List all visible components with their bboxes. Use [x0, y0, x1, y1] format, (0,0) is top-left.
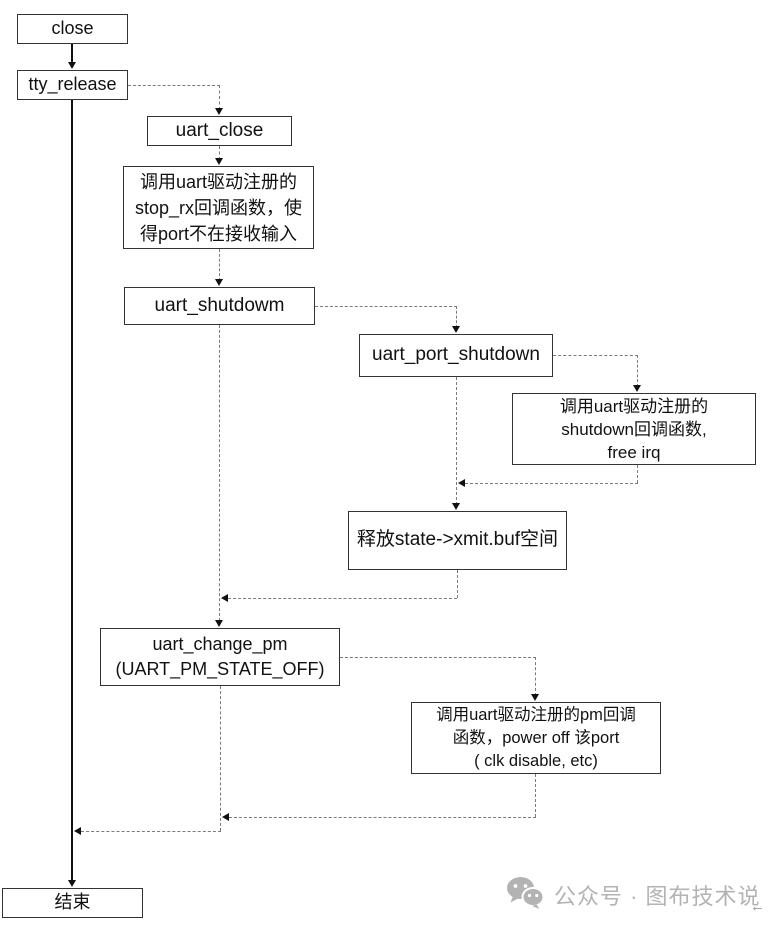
- connector-shutdowm-to-changepm: [219, 325, 220, 621]
- connector-xmit-return-h: [228, 598, 457, 599]
- arrow-merge-changepm: [74, 827, 81, 835]
- connector-uartclose-to-stoprx: [219, 146, 220, 160]
- arrow-merge-shutnote: [458, 479, 465, 487]
- arrow-into-uart-shutdowm: [215, 279, 223, 286]
- connector-changepm-return-v: [220, 686, 221, 831]
- node-xmit-buf-free: 释放state->xmit.buf空间: [348, 511, 567, 570]
- arrow-merge-pmnote: [222, 813, 229, 821]
- node-stop-rx-note: 调用uart驱动注册的 stop_rx回调函数，使 得port不在接收输入: [123, 166, 314, 249]
- node-end: 结束: [2, 888, 143, 918]
- node-uart-shutdowm: uart_shutdowm: [124, 287, 315, 325]
- arrow-merge-xmit: [221, 594, 228, 602]
- arrow-into-shutdown-note: [633, 385, 641, 392]
- arrow-into-tty-release: [68, 62, 76, 69]
- connector-tty-to-uartclose-h: [128, 85, 220, 86]
- connector-changepm-to-pmnote-v: [535, 657, 536, 696]
- arrow-into-xmit-free: [452, 503, 460, 510]
- connector-pmnote-return-v: [535, 774, 536, 817]
- connector-portshutdown-to-shutnote-v: [637, 355, 638, 387]
- connector-portshutdown-to-xmit: [456, 377, 457, 505]
- node-tty-release: tty_release: [17, 70, 128, 100]
- node-uart-change-pm: uart_change_pm (UART_PM_STATE_OFF): [100, 628, 340, 686]
- arrow-into-uart-port-shutdown: [452, 326, 460, 333]
- arrow-into-end: [68, 880, 76, 887]
- arrow-into-stoprx-note: [215, 158, 223, 165]
- connector-stoprx-to-shutdowm: [219, 249, 220, 281]
- node-uart-close: uart_close: [147, 116, 292, 146]
- connector-tty-release-to-end: [71, 100, 73, 882]
- connector-xmit-return-v: [457, 570, 458, 598]
- wechat-official-account-logo-icon: [506, 876, 545, 914]
- node-shutdown-note: 调用uart驱动注册的 shutdown回调函数, free irq: [512, 393, 756, 465]
- connector-close-to-tty-release: [71, 44, 73, 64]
- connector-tty-to-uartclose-v: [219, 85, 220, 110]
- corner-left-arrow-glyph: ←: [750, 898, 765, 915]
- connector-pmnote-return-h: [229, 817, 536, 818]
- connector-shutdowm-to-portshutdown-v: [456, 306, 457, 328]
- connector-changepm-to-pmnote-h: [340, 657, 536, 658]
- arrow-into-uart-change-pm: [215, 620, 223, 627]
- arrow-into-uart-close: [215, 108, 223, 115]
- connector-changepm-return-h: [81, 831, 221, 832]
- connector-shutnote-return-v: [637, 465, 638, 483]
- connector-shutdowm-to-portshutdown-h: [315, 306, 457, 307]
- node-pm-note: 调用uart驱动注册的pm回调 函数，power off 该port ( clk…: [411, 702, 661, 774]
- node-uart-port-shutdown: uart_port_shutdown: [359, 334, 553, 377]
- node-close: close: [17, 14, 128, 44]
- watermark-text: 公众号 · 图布技术说: [554, 884, 761, 909]
- watermark: 公众号 · 图布技术说: [506, 876, 761, 914]
- connector-portshutdown-to-shutnote-h: [553, 355, 638, 356]
- connector-shutnote-return-h: [465, 483, 638, 484]
- arrow-into-pm-note: [531, 694, 539, 701]
